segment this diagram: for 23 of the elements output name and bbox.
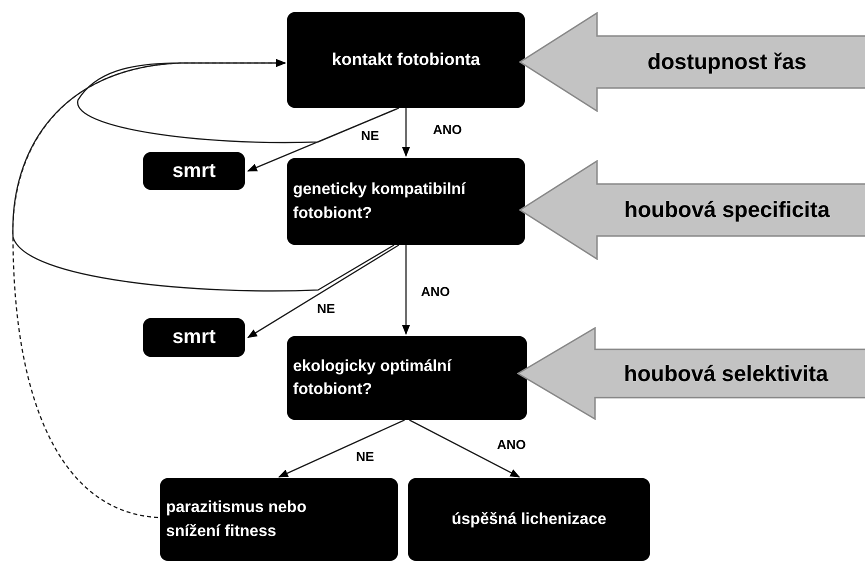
arrow-label: dostupnost řas	[648, 49, 806, 75]
arrow-label: houbová specificita	[624, 197, 830, 223]
process-box: úspěšná lichenizace	[408, 478, 650, 561]
process-box: smrt	[143, 152, 245, 190]
arrow	[247, 244, 400, 338]
process-box: ekologicky optimální fotobiont?	[287, 336, 527, 420]
arrow	[278, 419, 405, 478]
arrow	[409, 419, 520, 478]
edge-label: NE	[316, 301, 336, 316]
process-box: parazitismus nebo snížení fitness	[160, 478, 398, 561]
arrow	[247, 107, 400, 172]
edge-label: ANO	[420, 284, 451, 299]
edge-label: ANO	[496, 437, 527, 452]
arrow-label: houbová selektivita	[624, 360, 828, 386]
arrow	[402, 245, 410, 335]
process-box: kontakt fotobionta	[287, 12, 525, 108]
edge-label: ANO	[432, 122, 463, 137]
process-box: smrt	[143, 318, 245, 357]
dashed-arrow	[12, 59, 286, 518]
edge-label: NE	[355, 449, 376, 464]
arrow	[402, 108, 410, 157]
edge-label: NE	[360, 128, 380, 143]
process-box: geneticky kompatibilní fotobiont?	[287, 158, 525, 245]
